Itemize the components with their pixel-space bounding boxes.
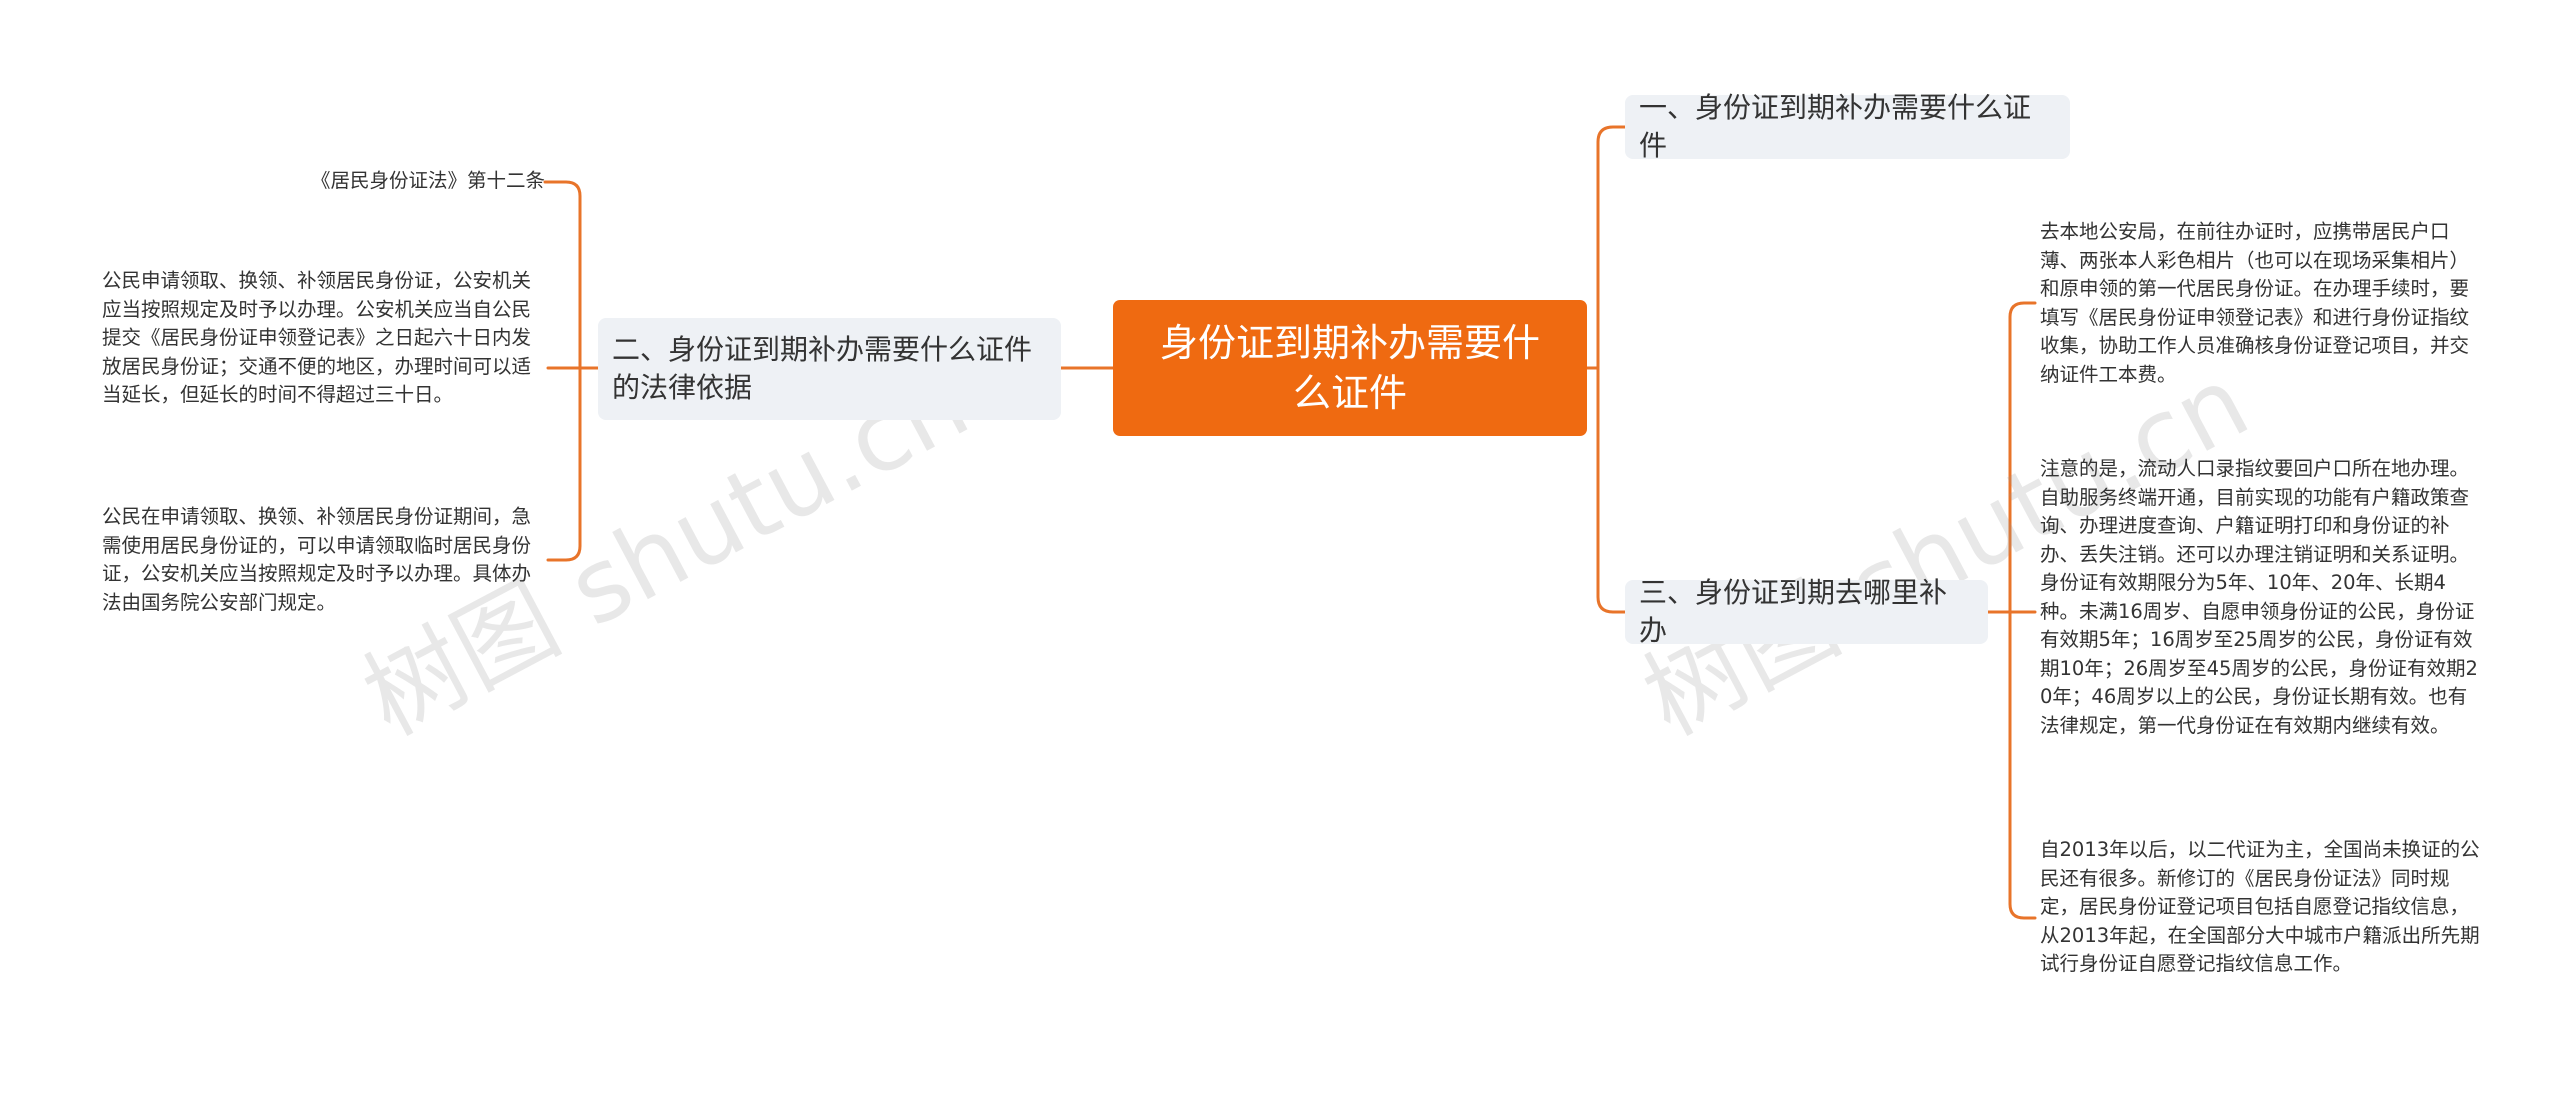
leaf-node-law-article[interactable]: 《居民身份证法》第十二条	[310, 169, 545, 192]
branch-label: 二、身份证到期补办需要什么证件的法律依据	[612, 333, 1033, 404]
connector-right-b1	[1596, 125, 1627, 370]
branch-node-1[interactable]: 一、身份证到期补办需要什么证件	[1625, 91, 2070, 162]
root-title: 身份证到期补办需要什么证件	[1159, 321, 1540, 415]
connector-b3-r1	[2008, 301, 2037, 614]
connector-b2-l1	[543, 180, 582, 370]
branch-label: 三、身份证到期去哪里补办	[1639, 576, 1948, 647]
leaf-node-where-3[interactable]: 自2013年以后，以二代证为主，全国尚未换证的公民还有很多。新修订的《居民身份证…	[2040, 838, 2480, 975]
leaf-node-law-text-1[interactable]: 公民申请领取、换领、补领居民身份证，公安机关应当按照规定及时予以办理。公安机关应…	[102, 269, 532, 406]
leaf-node-law-text-2[interactable]: 公民在申请领取、换领、补领居民身份证期间，急需使用居民身份证的，可以申请领取临时…	[102, 505, 532, 614]
connector-right-b3	[1596, 366, 1627, 614]
leaf-node-where-2[interactable]: 注意的是，流动人口录指纹要回户口所在地办理。自助服务终端开通，目前实现的功能有户…	[2040, 457, 2478, 737]
branch-node-3[interactable]: 三、身份证到期去哪里补办	[1625, 576, 1988, 647]
branch-node-2[interactable]: 二、身份证到期补办需要什么证件的法律依据	[598, 318, 1061, 420]
branch-label: 一、身份证到期补办需要什么证件	[1639, 91, 2032, 162]
connector-b2-l3	[546, 366, 582, 562]
connector-b3-r3	[2008, 610, 2037, 920]
leaf-node-where-1[interactable]: 去本地公安局，在前往办证时，应携带居民户口薄、两张本人彩色相片（也可以在现场采集…	[2040, 220, 2470, 386]
root-node[interactable]: 身份证到期补办需要什么证件	[1113, 300, 1587, 436]
